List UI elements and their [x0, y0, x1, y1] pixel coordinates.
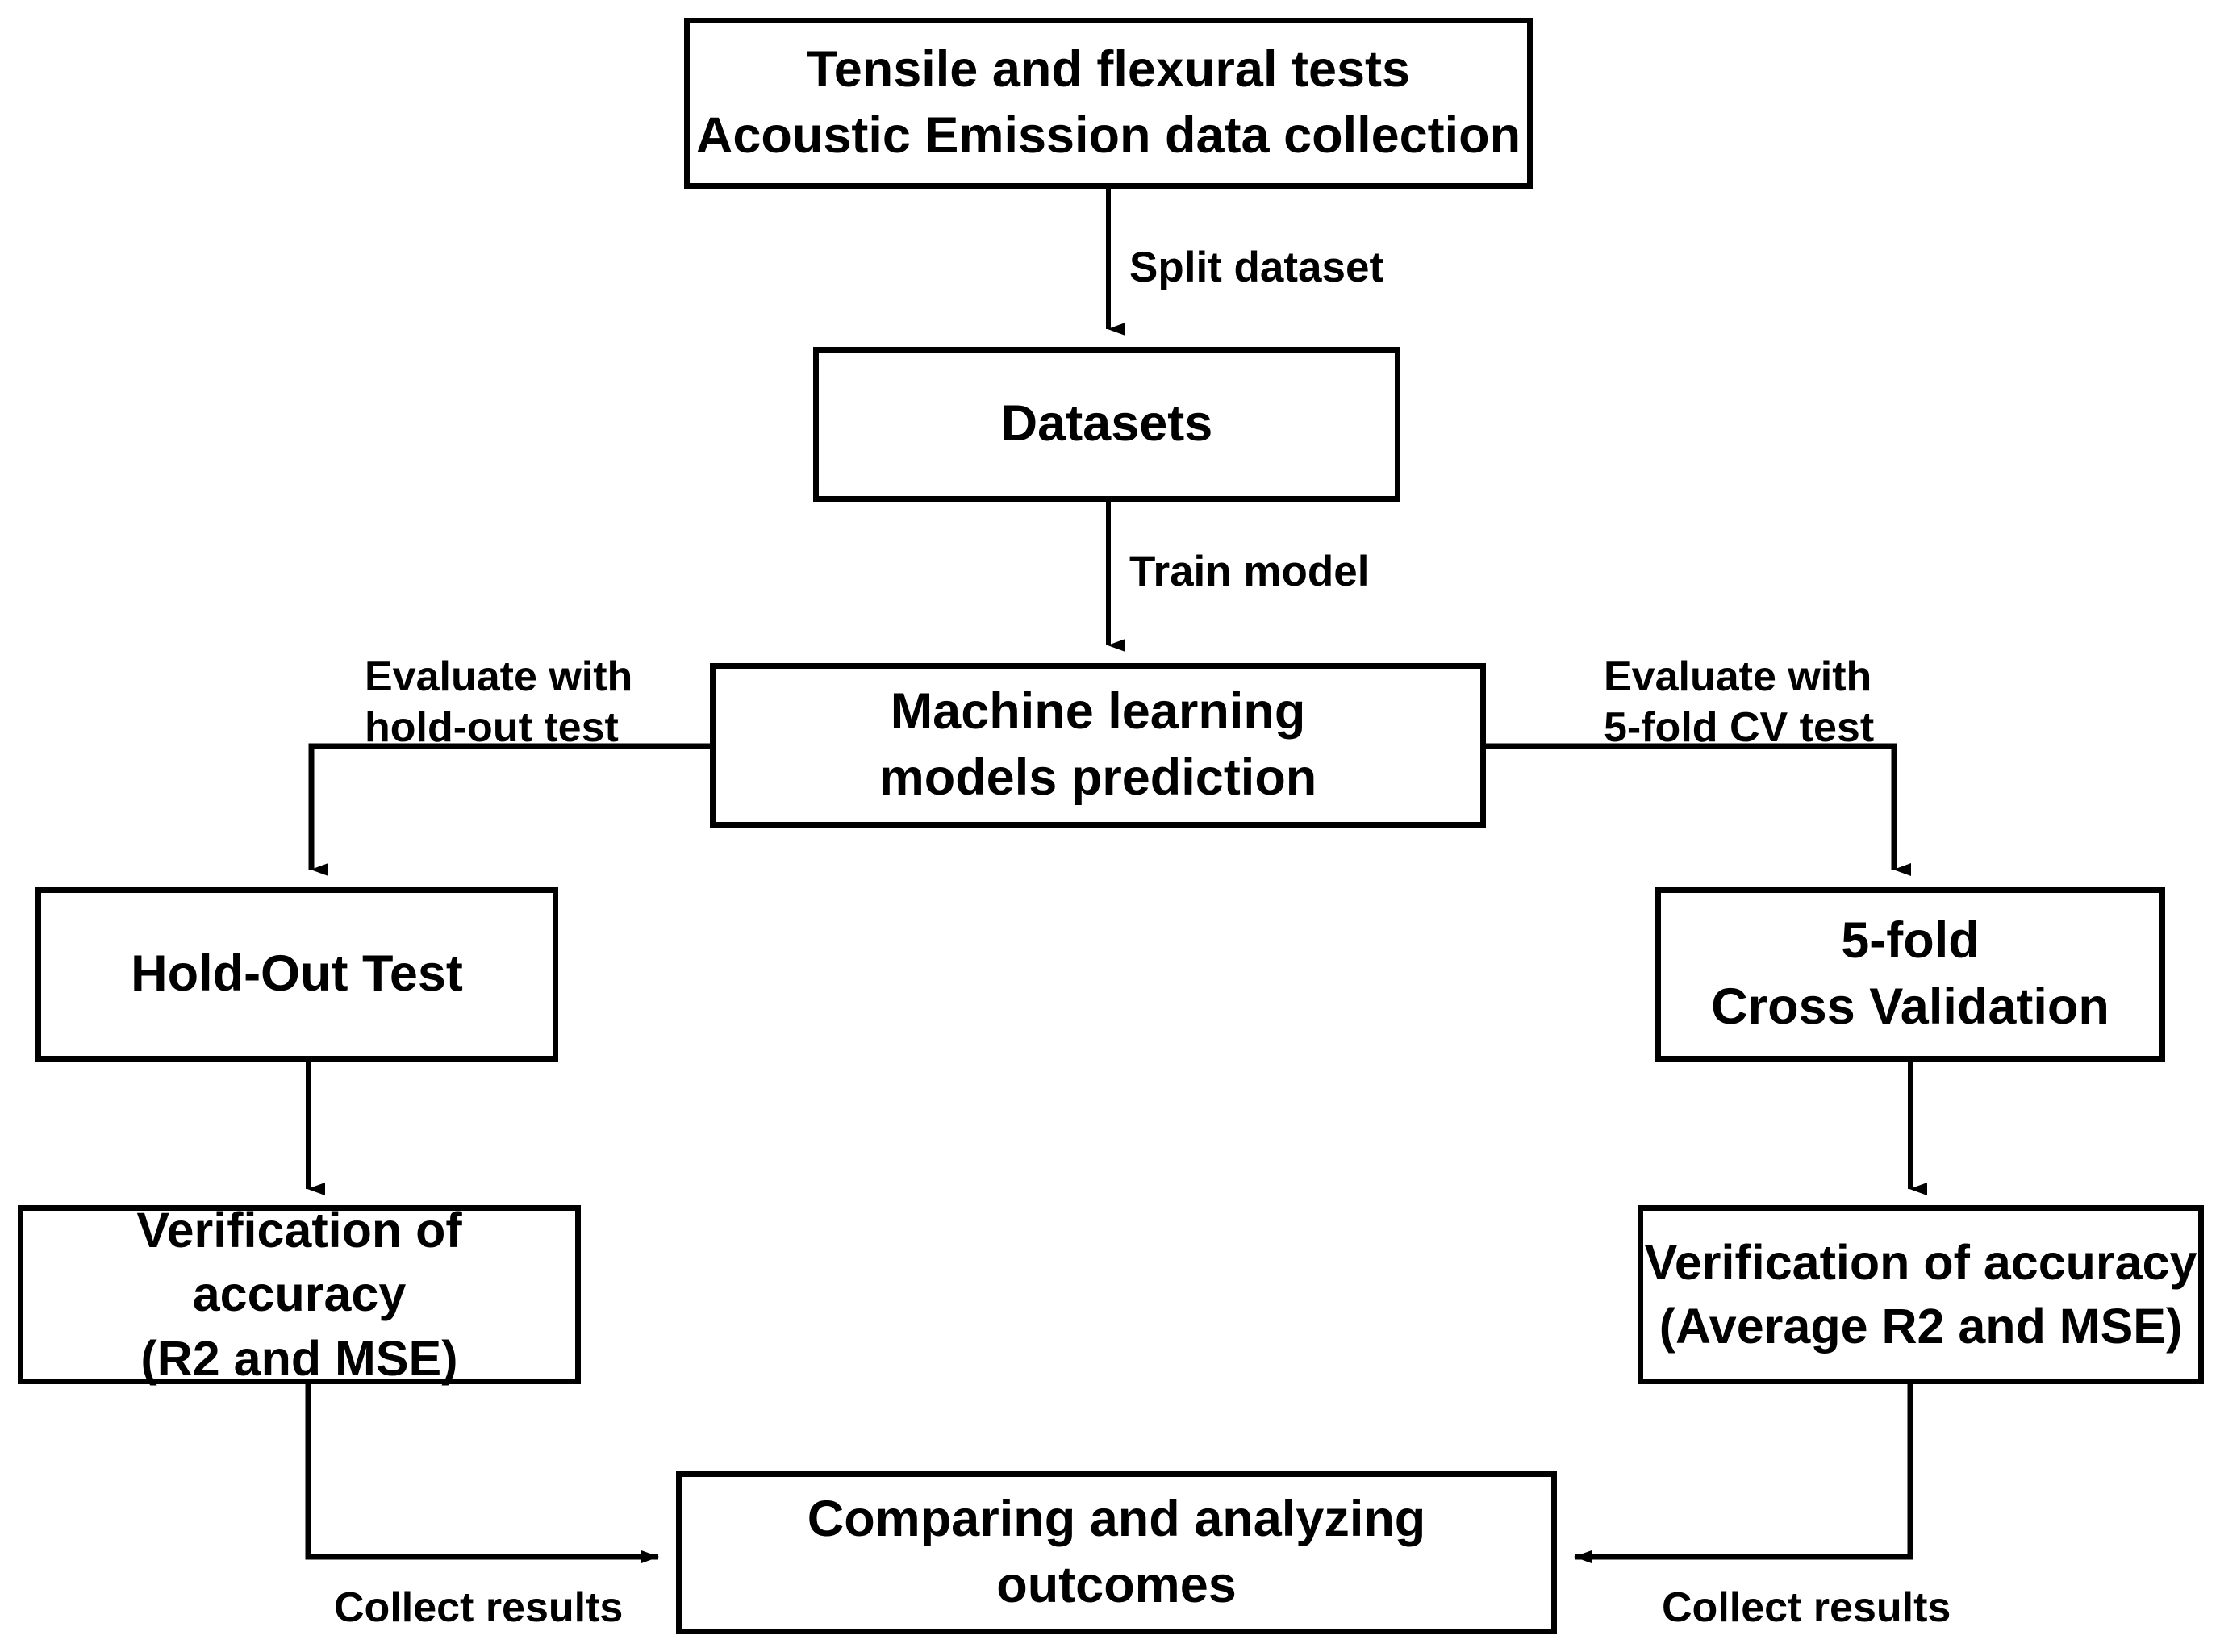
connector-models-to-crossvalidation [1486, 743, 1911, 876]
node-ml-models-prediction[interactable]: Machine learning models prediction [710, 663, 1486, 828]
connector-verify-right-to-compare [1574, 1384, 1913, 1563]
edge-label-train-model: Train model [1129, 548, 1370, 595]
connector-models-to-holdout [308, 743, 710, 876]
node-verification-accuracy-crossvalidation[interactable]: Verification of accuracy (Average R2 and… [1638, 1205, 2204, 1384]
node-datasets[interactable]: Datasets [813, 347, 1400, 502]
edge-label-split-dataset: Split dataset [1129, 244, 1384, 291]
connector-verify-left-to-compare [305, 1384, 659, 1563]
node-verification-accuracy-holdout[interactable]: Verification of accuracy (R2 and MSE) [18, 1203, 581, 1386]
node-verification-accuracy-crossvalidation-label: Verification of accuracy (Average R2 and… [1644, 1234, 2197, 1354]
node-hold-out-test[interactable]: Hold-Out Test [35, 887, 558, 1062]
node-ml-models-prediction-label: Machine learning models prediction [878, 683, 1317, 806]
node-hold-out-test-label: Hold-Out Test [131, 945, 463, 1003]
node-datasets-label: Datasets [1000, 395, 1213, 453]
node-comparing-analyzing-outcomes-label: Comparing and analyzing outcomes [807, 1491, 1426, 1613]
node-cross-validation[interactable]: 5-fold Cross Validation [1655, 887, 2165, 1062]
node-cross-validation-label: 5-fold Cross Validation [1711, 912, 2109, 1035]
edge-label-collect-results-right: Collect results [1662, 1584, 1951, 1631]
edge-label-evaluate-holdout: Evaluate with hold-out test [365, 653, 633, 752]
node-comparing-analyzing-outcomes[interactable]: Comparing and analyzing outcomes [676, 1471, 1557, 1634]
node-data-collection-label: Tensile and flexural tests Acoustic Emis… [695, 41, 1521, 164]
edge-label-collect-results-left: Collect results [334, 1584, 624, 1631]
node-verification-accuracy-holdout-label: Verification of accuracy (R2 and MSE) [136, 1203, 462, 1386]
edge-label-evaluate-cv: Evaluate with 5-fold CV test [1604, 653, 1875, 752]
node-data-collection[interactable]: Tensile and flexural tests Acoustic Emis… [684, 18, 1533, 189]
